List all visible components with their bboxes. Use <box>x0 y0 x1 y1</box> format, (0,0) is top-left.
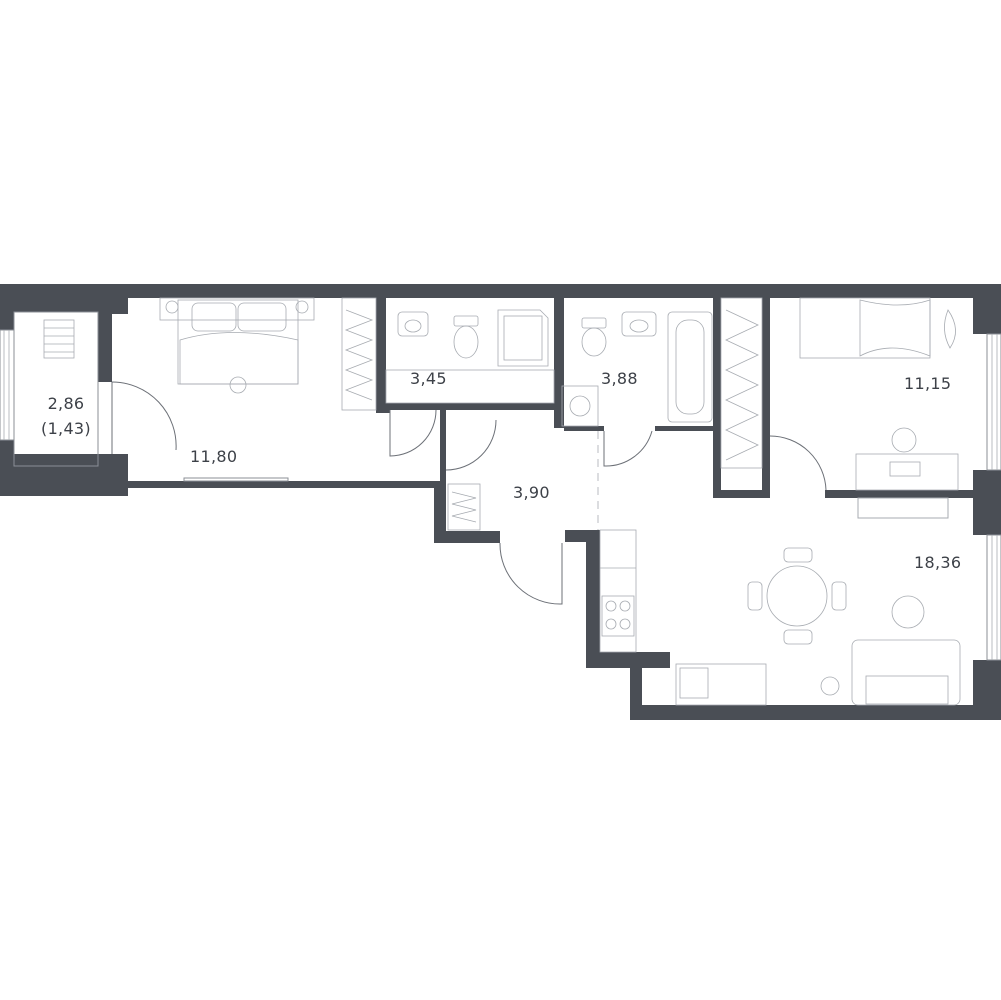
wardrobe-icon <box>447 483 481 531</box>
hallway <box>445 419 563 605</box>
living-kitchen <box>599 529 961 706</box>
stove-icon <box>599 529 637 653</box>
toilet-icon <box>581 317 607 357</box>
dining-table-icon <box>747 547 847 645</box>
walls <box>0 284 1001 720</box>
loggia-area: 2,86 <box>47 394 85 413</box>
bed-icon <box>799 297 931 359</box>
sofa-icon <box>851 639 961 706</box>
loggia <box>13 311 177 467</box>
loggia-area-label: 2,86 (1,43) <box>30 391 102 441</box>
dryer-rack-icon <box>43 319 75 359</box>
bedroom-1-area: 11,80 <box>190 447 238 466</box>
bathroom-2 <box>561 311 713 530</box>
loggia-reduced-area: (1,43) <box>41 419 91 438</box>
bathroom-2-area: 3,88 <box>601 369 638 388</box>
bedroom-2 <box>720 297 959 491</box>
washer-icon <box>561 385 599 427</box>
sink-icon <box>397 311 429 337</box>
bedroom-2-area: 11,15 <box>904 374 952 393</box>
desk-icon <box>855 427 959 491</box>
shower-icon <box>497 309 549 367</box>
toilet-icon <box>453 315 479 359</box>
sink-icon <box>621 311 657 337</box>
bathroom-1-area: 3,45 <box>410 369 447 388</box>
bathroom-1 <box>385 309 555 404</box>
wardrobe-icon <box>341 297 377 411</box>
living-kitchen-area: 18,36 <box>914 553 962 572</box>
bathtub-icon <box>667 311 713 423</box>
bedroom-1 <box>159 297 437 457</box>
plant-icon <box>944 309 956 349</box>
wardrobe-icon <box>720 297 763 469</box>
bed-icon <box>159 297 315 394</box>
windows <box>0 329 1001 661</box>
hallway-area: 3,90 <box>513 483 550 502</box>
